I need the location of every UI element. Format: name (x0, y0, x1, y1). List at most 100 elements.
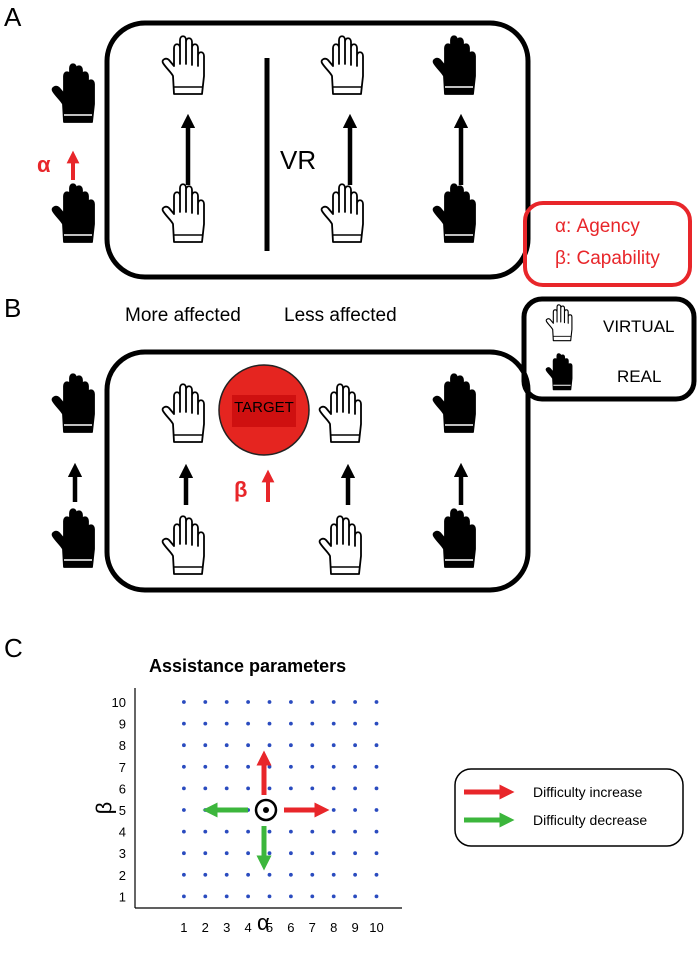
grid-point (331, 700, 336, 704)
grid-point (331, 764, 336, 769)
y-tick-label: 4 (119, 825, 126, 840)
x-tick-label: 10 (369, 920, 383, 935)
grid-point (374, 743, 379, 748)
grid-point (353, 851, 357, 856)
grid-point (246, 829, 251, 834)
alpha-symbol: α (37, 152, 51, 177)
vr-frame-b (104, 349, 531, 593)
grid-point (267, 700, 272, 704)
y-tick-label: 2 (119, 868, 126, 883)
target-label: TARGET (234, 399, 294, 416)
grid-point (267, 721, 272, 726)
y-tick-label: 7 (119, 760, 126, 775)
grid-point (331, 743, 336, 748)
grid-point (310, 872, 315, 877)
grid-point (203, 808, 208, 812)
panel-c-letter: C (4, 633, 23, 663)
virtual-hand-icon (161, 515, 205, 575)
grid-point (331, 721, 336, 726)
grid-point (182, 872, 186, 877)
grid-point (374, 808, 379, 812)
grid-point (246, 764, 251, 769)
grid-point (224, 894, 229, 899)
grid-point (182, 851, 186, 856)
grid-point (203, 743, 208, 748)
grid-point (353, 700, 357, 704)
grid-point (310, 829, 315, 834)
vr-frame-a (104, 20, 531, 280)
grid-point (224, 872, 229, 877)
grid-point (289, 894, 293, 899)
grid-point (267, 829, 272, 834)
vr-label: VR (280, 145, 317, 175)
panel-b-letter: B (4, 293, 22, 323)
x-tick-label: 6 (287, 920, 294, 935)
grid-point (289, 721, 293, 726)
x-tick-label: 4 (244, 920, 251, 935)
grid-point (353, 721, 357, 726)
y-tick-label: 1 (119, 889, 126, 904)
grid-point (374, 764, 379, 769)
grid-point (246, 700, 251, 704)
grid-point (246, 872, 251, 877)
virtual-hand-icon (318, 383, 362, 443)
grid-point (374, 700, 379, 704)
hands-legend-box (521, 296, 697, 402)
grid-point (182, 786, 186, 791)
real-hand-icon (51, 508, 95, 568)
panel-a-letter: A (4, 2, 22, 32)
grid-point (224, 829, 229, 834)
virtual-hand-icon (320, 35, 364, 95)
grid-point (203, 829, 208, 834)
grid-point (374, 829, 379, 834)
grid-point (246, 786, 251, 791)
grid-point (374, 786, 379, 791)
grid-point (310, 764, 315, 769)
grid-point (289, 743, 293, 748)
target-inner (232, 395, 296, 427)
grid-point (224, 764, 229, 769)
grid-point (289, 700, 293, 704)
grid-point (203, 872, 208, 877)
grid-point (182, 700, 186, 704)
y-tick-label: 6 (119, 781, 126, 796)
y-tick-label: 5 (119, 803, 126, 818)
virtual-hand-icon (161, 183, 205, 243)
grid-point (353, 894, 357, 899)
virtual-legend-text: VIRTUAL (603, 317, 675, 336)
real-hand-icon (432, 373, 476, 433)
grid-point (289, 764, 293, 769)
real-hand-icon (545, 353, 573, 391)
current-point (263, 807, 269, 813)
grid-point (267, 894, 272, 899)
real-legend-text: REAL (617, 367, 662, 386)
grid-point (267, 851, 272, 856)
grid-point (331, 851, 336, 856)
x-tick-label: 5 (266, 920, 273, 935)
virtual-hand-icon (318, 515, 362, 575)
grid-point (331, 808, 336, 812)
grid-point (182, 721, 186, 726)
y-tick-label: 8 (119, 738, 126, 753)
decrease-legend-text: Difficulty decrease (533, 812, 648, 828)
grid-point (267, 743, 272, 748)
grid-point (203, 851, 208, 856)
x-tick-label: 7 (309, 920, 316, 935)
real-hand-icon (432, 183, 476, 243)
grid-point (331, 872, 336, 877)
grid-point (331, 786, 336, 791)
x-tick-label: 9 (351, 920, 358, 935)
grid-point (353, 743, 357, 748)
arrow-legend-box (454, 768, 684, 847)
grid-point (353, 808, 357, 812)
grid-point (289, 872, 293, 877)
grid-point (310, 743, 315, 748)
grid-point (246, 743, 251, 748)
grid-point (224, 700, 229, 704)
real-hand-icon (432, 35, 476, 95)
grid-point (246, 851, 251, 856)
grid-point (224, 721, 229, 726)
virtual-hand-icon (161, 383, 205, 443)
grid-point (374, 872, 379, 877)
